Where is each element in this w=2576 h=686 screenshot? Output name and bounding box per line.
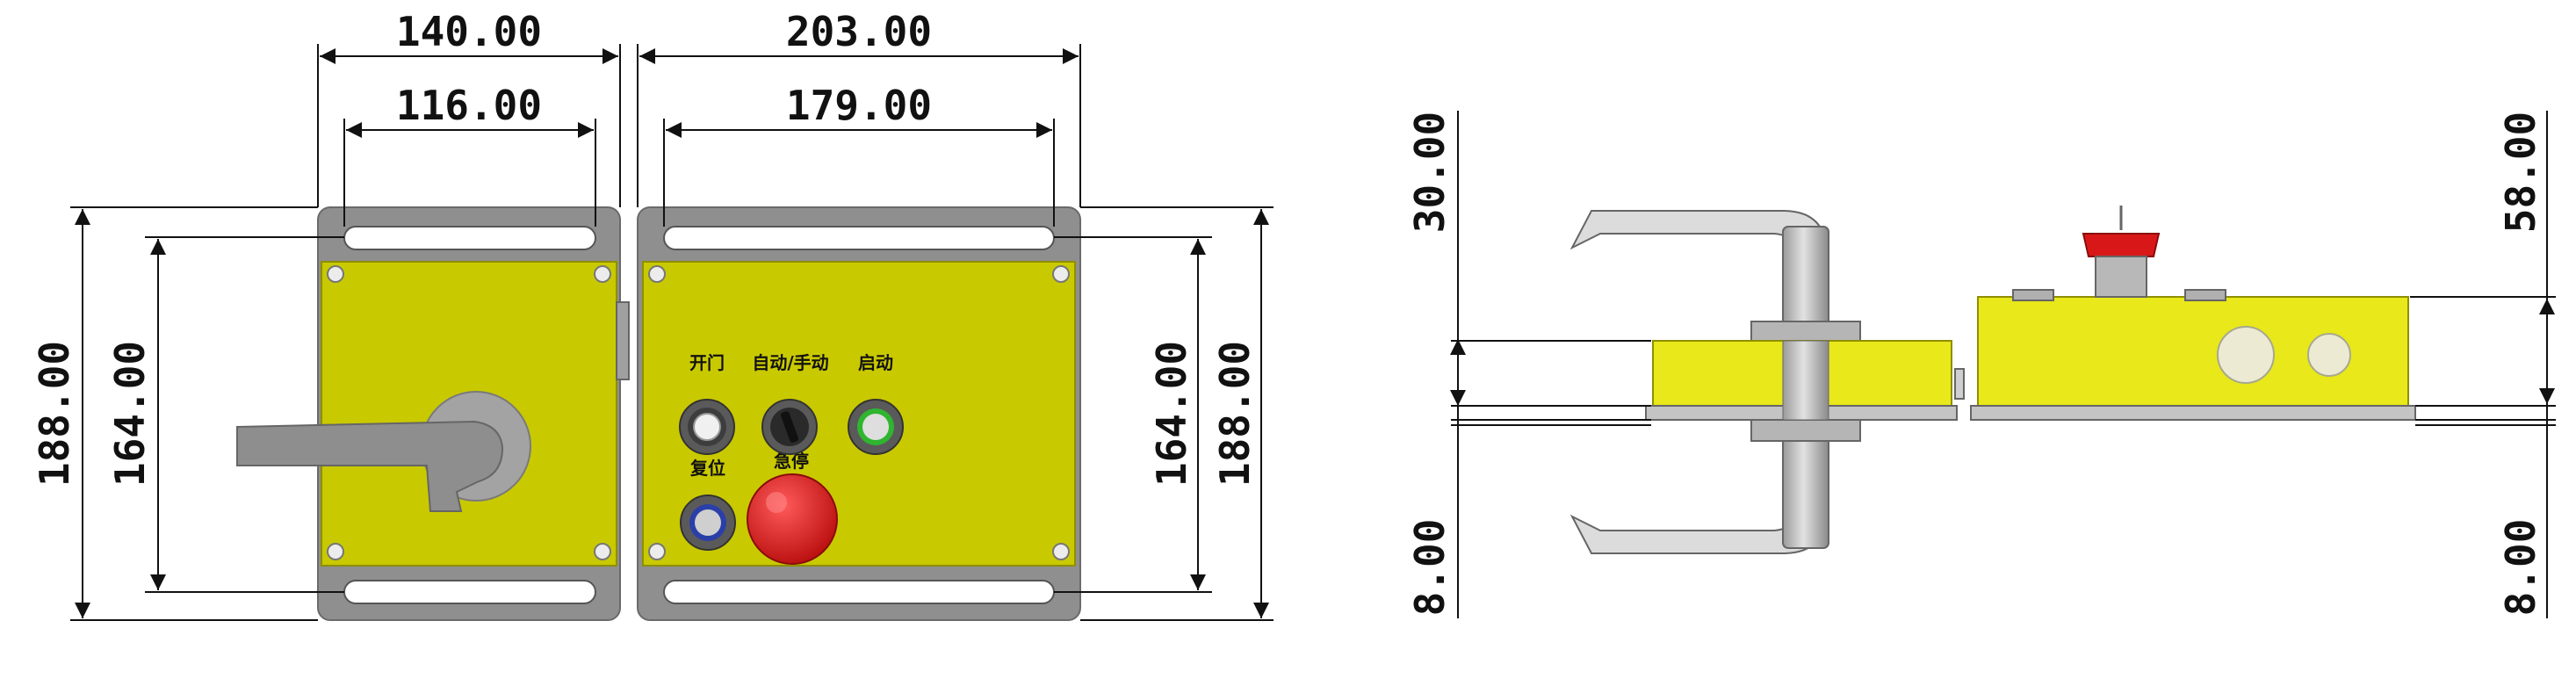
screw-icon (1052, 265, 1070, 283)
screw-icon (648, 265, 666, 283)
screw-icon (648, 543, 666, 560)
left-unit-bottom-slot (343, 580, 596, 604)
front-view: 开门 自动/手动 启动 复位 急停 (31, 8, 1274, 621)
left-unit-top-slot (343, 226, 596, 250)
right-unit-top-slot (663, 226, 1055, 250)
screw-icon (594, 543, 611, 560)
button-label-door-open: 开门 (689, 352, 725, 373)
selector-switch-icon[interactable] (761, 399, 818, 455)
dim-right-inner-height: 164.00 (1148, 341, 1195, 487)
dim-side-bottom-left: 8.00 (1406, 519, 1454, 617)
left-unit-side (1645, 340, 1965, 421)
reset-button-icon[interactable] (680, 495, 736, 551)
start-button-icon[interactable] (848, 399, 904, 455)
dim-right-outer-width: 203.00 (786, 8, 932, 55)
handle-hinge (616, 301, 630, 380)
dim-left-outer-width: 140.00 (396, 8, 542, 55)
dim-left-outer-height: 188.00 (31, 341, 78, 487)
dim-side-bottom-right: 8.00 (2497, 519, 2544, 617)
button-label-start: 启动 (858, 352, 893, 373)
right-unit-bottom-slot (663, 580, 1055, 604)
right-unit: 开门 自动/手动 启动 复位 急停 (637, 206, 1081, 621)
screw-icon (594, 265, 611, 283)
dim-right-outer-height: 188.00 (1211, 341, 1259, 487)
dim-left-inner-height: 164.00 (106, 341, 154, 487)
emergency-stop-side-icon (2082, 206, 2161, 298)
button-label-auto-manual: 自动/手动 (752, 352, 828, 373)
actuator-fork (1569, 210, 1861, 554)
dim-side-top-right: 58.00 (2497, 112, 2544, 233)
dim-right-inner-width: 179.00 (786, 82, 932, 129)
emergency-stop-icon[interactable] (747, 473, 838, 565)
gland-icon (2307, 333, 2351, 377)
dim-left-inner-width: 116.00 (396, 82, 542, 129)
door-handle (236, 420, 504, 512)
button-cap-icon (2184, 289, 2226, 301)
screw-icon (327, 543, 344, 560)
button-label-reset: 复位 (689, 458, 725, 479)
side-view: 30.00 8.00 58.00 8.00 (1406, 111, 2556, 618)
dim-side-top-left: 30.00 (1406, 112, 1454, 233)
gland-icon (2217, 326, 2275, 384)
door-open-button-icon[interactable] (679, 399, 735, 455)
screw-icon (327, 265, 344, 283)
dimensions-front (70, 44, 1274, 621)
right-unit-side (1970, 206, 2416, 421)
button-cap-icon (2012, 289, 2054, 301)
left-unit (236, 206, 630, 621)
dimensions-side (1450, 111, 2556, 618)
screw-icon (1052, 543, 1070, 560)
